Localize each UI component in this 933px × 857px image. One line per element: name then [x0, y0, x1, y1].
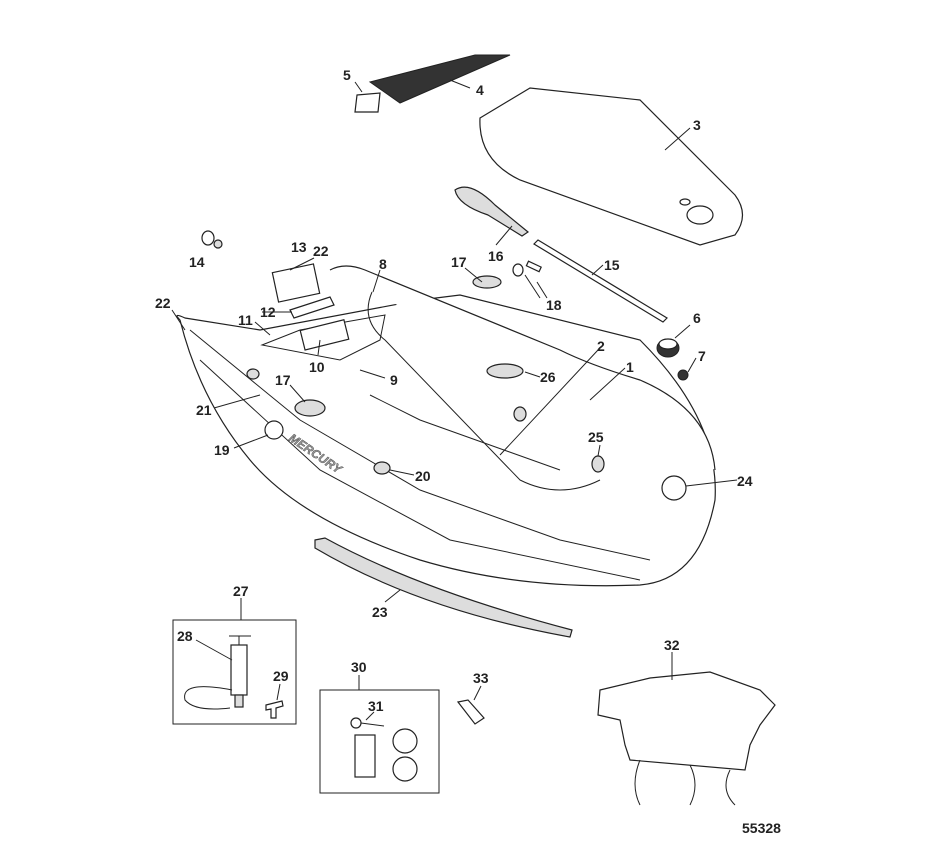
part-15-oar-shaft [533, 239, 668, 323]
callout-14: 14 [189, 254, 205, 270]
callout-23: 23 [372, 604, 388, 620]
part-14-valve-cap [201, 230, 223, 249]
kit-30-repair-box [319, 689, 440, 794]
part-19-logo-badge [264, 420, 284, 440]
leader-lines [171, 79, 738, 721]
board-hole [686, 205, 714, 225]
part-31-repair-items [350, 717, 418, 782]
part-13-transom-plate [271, 263, 321, 303]
callout-3: 3 [693, 117, 701, 133]
callout-17-top: 17 [451, 254, 467, 270]
part-26-handle [486, 363, 524, 379]
part-4-seat-rail [354, 54, 511, 113]
part-12-bracket [289, 296, 335, 319]
callout-2: 2 [597, 338, 605, 354]
callout-17-side: 17 [275, 372, 291, 388]
callout-18: 18 [546, 297, 562, 313]
part-16-oar-blade [454, 186, 530, 237]
callout-13: 13 [291, 239, 307, 255]
callout-25: 25 [588, 429, 604, 445]
part-20-ring [373, 461, 391, 475]
callout-21: 21 [196, 402, 212, 418]
callout-32: 32 [664, 637, 680, 653]
boat-hull: MERCURY [176, 265, 716, 587]
part-24-logo-badge [661, 475, 687, 501]
part-25-valve [591, 455, 605, 473]
callout-1: 1 [626, 359, 634, 375]
kit-27-pump-box [172, 619, 297, 725]
callout-31: 31 [368, 698, 384, 714]
callout-26: 26 [540, 369, 556, 385]
part-29-adapter [265, 700, 284, 719]
callout-24: 24 [737, 473, 753, 489]
part-17-handle-top [472, 275, 502, 289]
callout-28: 28 [177, 628, 193, 644]
part-6-valve [656, 338, 680, 358]
callout-20: 20 [415, 468, 431, 484]
callout-4: 4 [476, 82, 484, 98]
callout-19: 19 [214, 442, 230, 458]
part-33-glue-tube [456, 699, 485, 725]
callout-8: 8 [379, 256, 387, 272]
part-18-oarlock-pins [512, 260, 542, 277]
callout-7: 7 [698, 348, 706, 364]
board-hole-small [679, 198, 691, 206]
callout-6: 6 [693, 310, 701, 326]
callout-9: 9 [390, 372, 398, 388]
callout-10: 10 [309, 359, 325, 375]
part-28-pump [184, 635, 251, 710]
callout-27: 27 [233, 583, 249, 599]
part-7-valve-cap [677, 369, 689, 381]
callout-16: 16 [488, 248, 504, 264]
callout-12: 12 [260, 304, 276, 320]
drawing-number: 55328 [742, 820, 781, 836]
part-32-cover [597, 671, 776, 771]
part-17-handle-side [294, 399, 326, 417]
callout-5: 5 [343, 67, 351, 83]
part-23-keel-strip [314, 537, 573, 638]
callout-30: 30 [351, 659, 367, 675]
part-3-floor-board [479, 87, 744, 246]
callout-11: 11 [238, 312, 253, 328]
callout-15: 15 [604, 257, 620, 273]
callout-22-stern: 22 [313, 243, 329, 259]
callout-22-bow: 22 [155, 295, 171, 311]
callout-33: 33 [473, 670, 489, 686]
callouts: 1 2 3 4 5 6 7 8 9 10 11 12 13 14 15 16 1… [155, 67, 781, 836]
callout-29: 29 [273, 668, 289, 684]
